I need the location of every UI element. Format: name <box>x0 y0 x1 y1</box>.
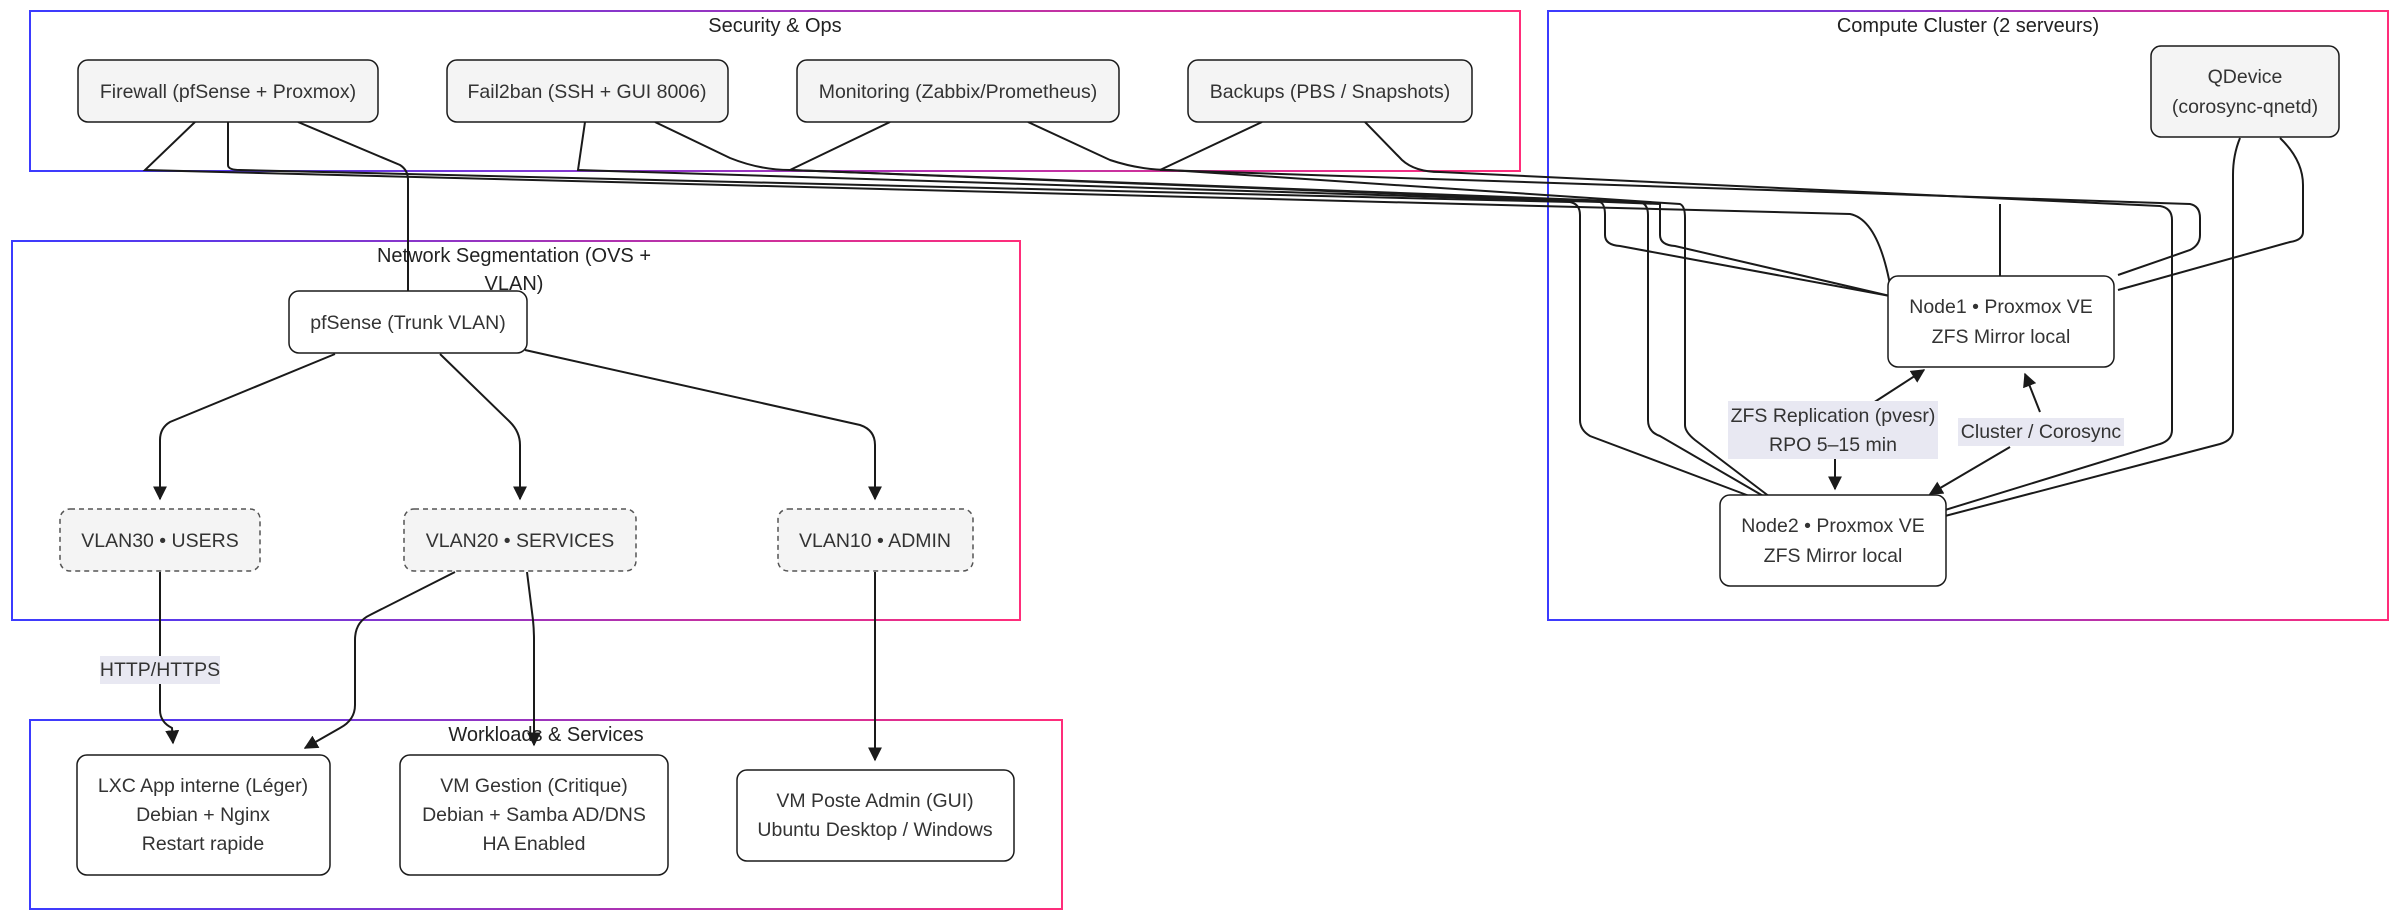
node-node2[interactable]: Node2 • Proxmox VE ZFS Mirror local <box>1719 494 1947 587</box>
node-vmgestion-line3: HA Enabled <box>483 833 586 855</box>
node-firewall[interactable]: Firewall (pfSense + Proxmox) <box>77 59 379 123</box>
node-lxc-line1: LXC App interne (Léger) <box>98 775 308 797</box>
node-pfsense-trunk-label: pfSense (Trunk VLAN) <box>310 312 505 334</box>
node-vmposte-line1: VM Poste Admin (GUI) <box>776 790 973 812</box>
node-backups-label: Backups (PBS / Snapshots) <box>1210 81 1451 103</box>
cluster-compute: Compute Cluster (2 serveurs) <box>1547 10 2389 621</box>
node-lxc-line2: Debian + Nginx <box>136 804 270 826</box>
edge-backups-node2 <box>1364 121 2173 511</box>
edge-pfsense-vlan20 <box>439 353 527 501</box>
node-monitoring[interactable]: Monitoring (Zabbix/Prometheus) <box>796 59 1120 123</box>
edges <box>142 121 2304 762</box>
edge-label-zfs-replication: ZFS Replication (pvesr) RPO 5–15 min <box>1728 401 1938 459</box>
edge-label-http-https: HTTP/HTTPS <box>100 656 220 684</box>
edge-label-zfs-line2: RPO 5–15 min <box>1769 434 1897 456</box>
cluster-title-compute: Compute Cluster (2 serveurs) <box>1837 15 2099 37</box>
edge-qdevice-node2 <box>1944 137 2241 517</box>
edge-vlan30-lxc <box>159 572 180 745</box>
edge-monitoring-node1 <box>789 121 1891 297</box>
node-vmgestion-line1: VM Gestion (Critique) <box>440 775 627 797</box>
edge-monitoring-node2 <box>1027 121 1771 498</box>
node-node1[interactable]: Node1 • Proxmox VE ZFS Mirror local <box>1887 275 2115 368</box>
edge-firewall-node1 <box>142 121 1893 297</box>
node-vlan30-label: VLAN30 • USERS <box>81 530 238 552</box>
cluster-title-security: Security & Ops <box>708 15 841 37</box>
node-vlan10-label: VLAN10 • ADMIN <box>799 530 951 552</box>
node-node1-line2: ZFS Mirror local <box>1932 326 2071 348</box>
cluster-title-network-line1: Network Segmentation (OVS + <box>377 245 651 267</box>
edge-firewall-node2 <box>227 122 1761 501</box>
edge-pfsense-vlan30 <box>153 353 336 501</box>
node-vlan10[interactable]: VLAN10 • ADMIN <box>777 508 974 572</box>
node-qdevice-line1: QDevice <box>2208 66 2283 88</box>
node-vm-poste-admin[interactable]: VM Poste Admin (GUI) Ubuntu Desktop / Wi… <box>736 769 1015 862</box>
edge-firewall-pfsense <box>297 121 409 291</box>
node-qdevice[interactable]: QDevice (corosync-qnetd) <box>2150 45 2340 138</box>
cluster-title-network-line2: VLAN) <box>485 273 544 295</box>
cluster-network-segmentation: Network Segmentation (OVS + VLAN) <box>11 240 1021 621</box>
node-qdevice-line2: (corosync-qnetd) <box>2172 96 2318 118</box>
edge-fail2ban-node2 <box>654 121 1766 498</box>
node-vlan30[interactable]: VLAN30 • USERS <box>59 508 261 572</box>
edge-qdevice-node1 <box>2117 137 2304 291</box>
edge-corosync-down <box>1928 446 2011 495</box>
node-node2-line1: Node2 • Proxmox VE <box>1741 515 1925 537</box>
node-vmposte-line2: Ubuntu Desktop / Windows <box>757 819 992 841</box>
edge-zfs-replication-up <box>1872 369 1926 404</box>
edge-pfsense-vlan10 <box>524 349 882 501</box>
edge-label-http-text: HTTP/HTTPS <box>100 659 220 681</box>
node-monitoring-label: Monitoring (Zabbix/Prometheus) <box>819 81 1098 103</box>
node-backups[interactable]: Backups (PBS / Snapshots) <box>1187 59 1473 123</box>
edge-label-cluster-corosync: Cluster / Corosync <box>1958 418 2124 446</box>
node-fail2ban-label: Fail2ban (SSH + GUI 8006) <box>468 81 707 103</box>
node-pfsense-trunk[interactable]: pfSense (Trunk VLAN) <box>288 290 528 354</box>
node-vm-gestion[interactable]: VM Gestion (Critique) Debian + Samba AD/… <box>399 754 669 876</box>
edge-vlan20-vmgestion <box>526 571 541 747</box>
edge-label-zfs-line1: ZFS Replication (pvesr) <box>1731 405 1936 427</box>
edge-backups-node1 <box>1159 121 2201 276</box>
node-vlan20[interactable]: VLAN20 • SERVICES <box>403 508 637 572</box>
node-node1-line1: Node1 • Proxmox VE <box>1909 296 2093 318</box>
edge-vlan20-lxc <box>303 571 456 749</box>
node-vmgestion-line2: Debian + Samba AD/DNS <box>422 804 646 826</box>
cluster-workloads: Workloads & Services <box>29 719 1063 910</box>
node-node2-line2: ZFS Mirror local <box>1764 545 1903 567</box>
node-fail2ban[interactable]: Fail2ban (SSH + GUI 8006) <box>446 59 729 123</box>
node-vlan20-label: VLAN20 • SERVICES <box>426 530 615 552</box>
cluster-title-workloads: Workloads & Services <box>448 724 643 746</box>
node-lxc-line3: Restart rapide <box>142 833 264 855</box>
edge-label-corosync-text: Cluster / Corosync <box>1961 421 2122 443</box>
edge-corosync-up <box>2023 372 2041 413</box>
node-lxc-app[interactable]: LXC App interne (Léger) Debian + Nginx R… <box>76 754 331 876</box>
cluster-security-ops: Security & Ops <box>29 10 1521 172</box>
node-firewall-label: Firewall (pfSense + Proxmox) <box>100 81 356 103</box>
